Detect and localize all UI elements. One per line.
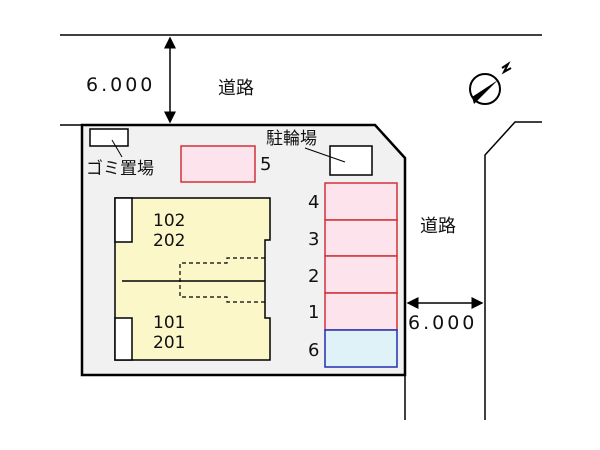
parking-slot-1: [324, 292, 398, 331]
garbage-area: [89, 128, 129, 147]
top-road-width: 6.000: [86, 74, 155, 96]
upper-stair: [114, 197, 133, 243]
hidden-outline: [179, 257, 265, 303]
unit-102: 102: [153, 211, 185, 231]
building: [114, 197, 271, 361]
garbage-leader-line: [111, 139, 123, 158]
bicycle-label: 駐輪場: [266, 129, 317, 149]
right-road-width: 6.000: [408, 312, 477, 334]
unit-202: 202: [153, 231, 185, 251]
parking-slot-2: [324, 255, 398, 294]
parking-slot-5-label: 5: [260, 154, 271, 175]
parking-slot-3-label: 3: [308, 229, 319, 250]
parking-slot-3: [324, 219, 398, 257]
parking-slot-4-label: 4: [308, 192, 319, 213]
right-road-label: 道路: [420, 216, 456, 237]
parking-slot-5: [180, 145, 256, 183]
parking-slot-6: [324, 329, 398, 368]
north-arrow-icon: [469, 61, 512, 105]
bicycle-parking: [329, 145, 373, 176]
lower-stair: [114, 317, 133, 361]
parking-slot-2-label: 2: [308, 266, 319, 287]
garbage-label: ゴミ置場: [86, 158, 154, 179]
parking-slot-6-label: 6: [308, 340, 319, 361]
parking-slot-4: [324, 182, 398, 221]
right-road-edge: [484, 121, 542, 420]
unit-201: 201: [153, 333, 185, 353]
top-road-label: 道路: [218, 78, 254, 99]
parking-slot-1-label: 1: [308, 302, 319, 323]
unit-101: 101: [153, 313, 185, 333]
bicycle-leader-line: [304, 147, 346, 163]
